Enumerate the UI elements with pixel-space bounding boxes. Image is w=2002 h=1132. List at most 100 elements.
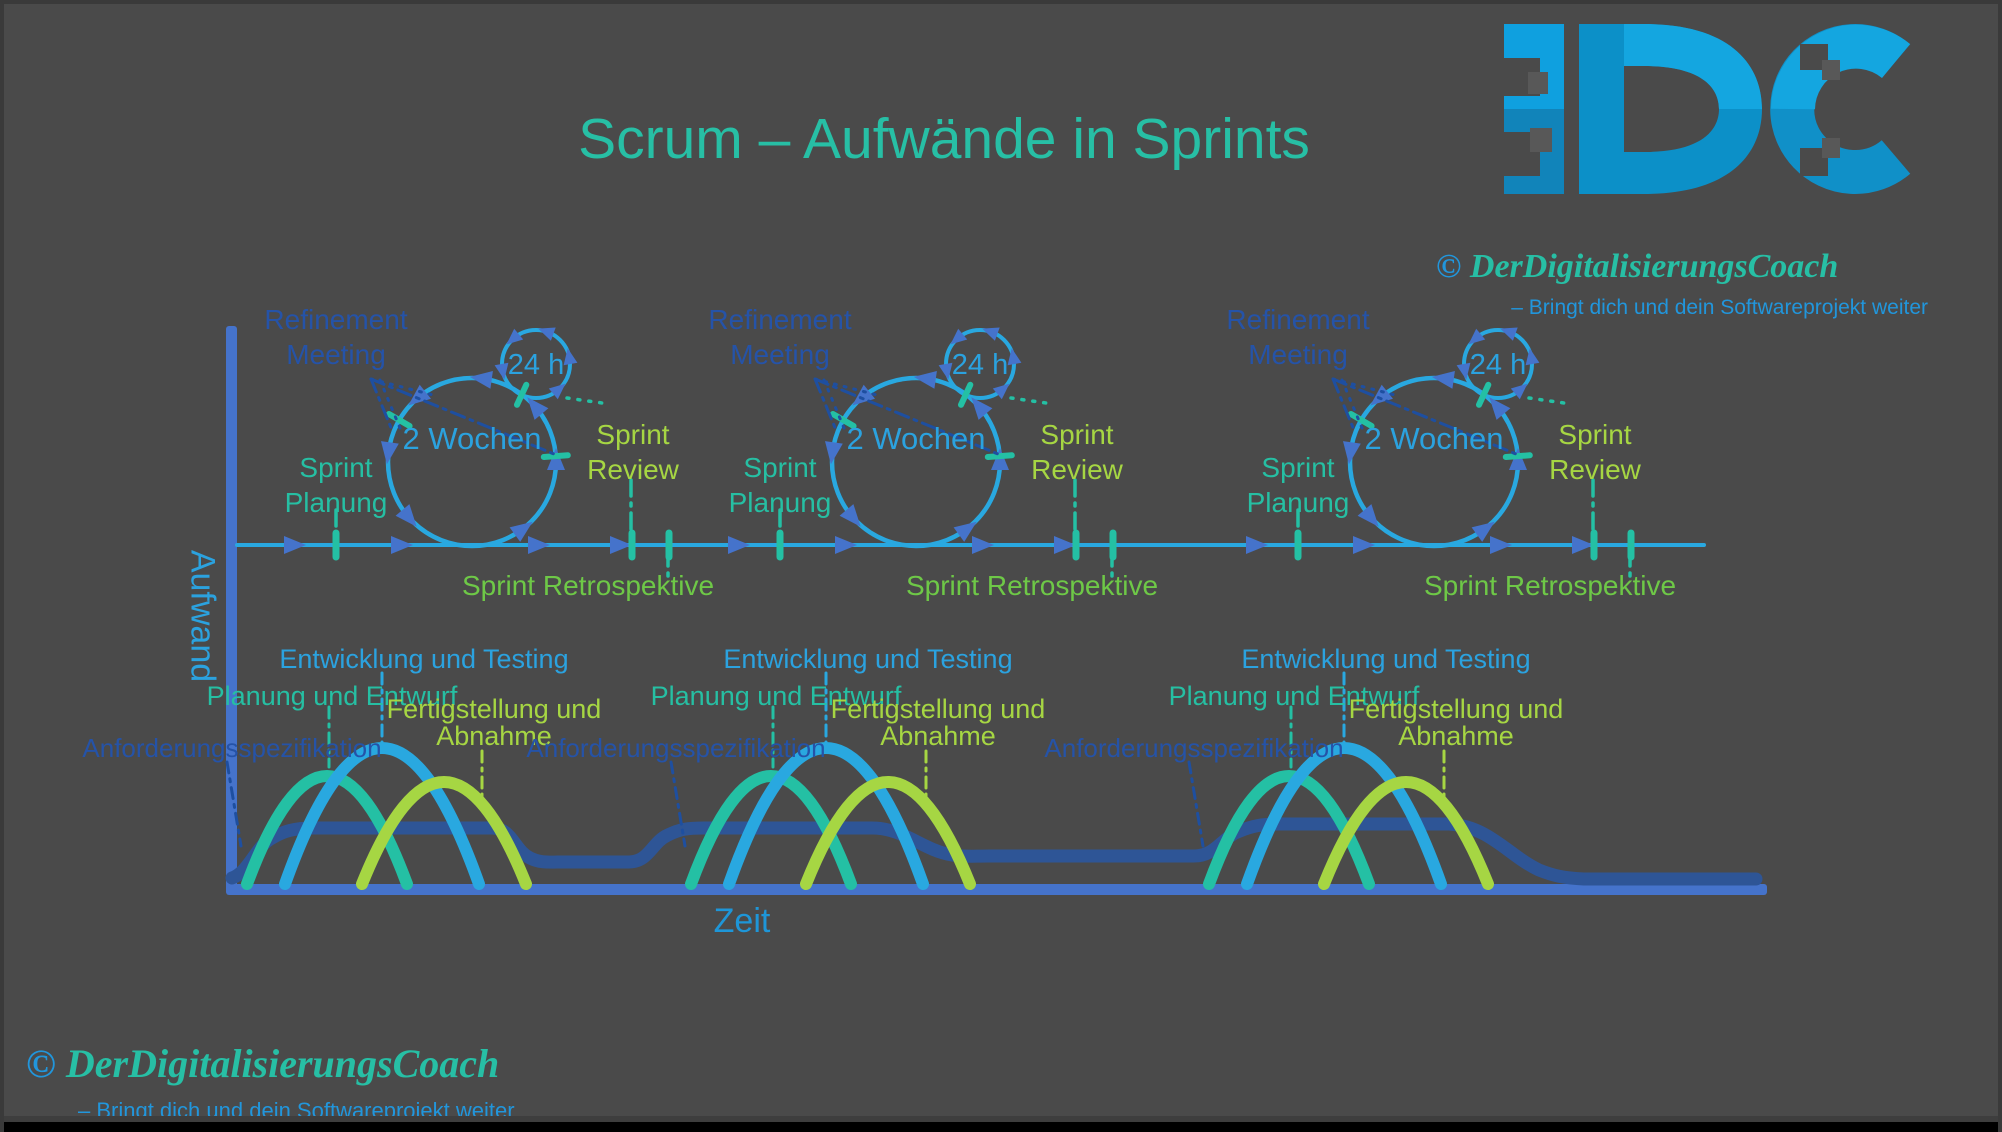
sprint-2-sprint-retrospektive-label: Sprint Retrospektive xyxy=(906,570,1158,602)
bottom-shade-strip xyxy=(4,1116,1998,1122)
sprint-1-cycle-duration-label-line: 2 Wochen xyxy=(402,421,542,456)
sprint-1-refinement-line-long xyxy=(369,377,556,456)
sprint-1-anforderungsspezifikation-label: Anforderungsspezifikation xyxy=(82,733,381,764)
sprint-3-sprint-review-label-line: Review xyxy=(1549,454,1641,485)
sprint-1-sprint-review-label-line: Sprint xyxy=(596,419,670,450)
sprint-1-timeline-arrow-4 xyxy=(610,536,632,554)
sprint-2-daily-arrow-2 xyxy=(982,327,1000,341)
sprint-3-refinement-line-left xyxy=(1331,377,1356,432)
logo-letter-d xyxy=(1504,24,1762,194)
sprint-3-refinement-meeting-label-line: Refinement xyxy=(1226,304,1370,335)
sprint-2-cycle-arrow-3 xyxy=(913,371,937,389)
sprint-1-sprint-review-label-line: Review xyxy=(587,454,679,485)
sprint-1-daily-arrow-1 xyxy=(563,348,578,366)
sprint-3-refinement-dotted-left xyxy=(1340,378,1364,430)
sprint-3-junction-dotted-trail xyxy=(1527,396,1566,405)
diagram-svg xyxy=(225,326,1767,895)
sprint-3-fertigstellung-und-abnahme-label-line: Abnahme xyxy=(1398,721,1514,751)
sprint-2-daily-duration-label: 24 h xyxy=(952,349,1008,382)
sprint-3-timeline-arrow-2 xyxy=(1353,536,1375,554)
sprint-2-refinement-dotted-left xyxy=(822,378,846,430)
sprint-1-daily-arrow-2 xyxy=(538,327,556,341)
sprint-2-timeline-arrow-2 xyxy=(835,536,857,554)
sprint-1-entwicklung-testing-curve xyxy=(279,742,485,890)
sprint-2-cycle-arrow-2 xyxy=(971,397,993,420)
sprint-2-planung-und-entwurf-label-line: Planung und Entwurf xyxy=(650,681,902,711)
sprint-2-sprint-review-label-line: Review xyxy=(1031,454,1123,485)
sprint-1-cycle-tick-left xyxy=(385,411,413,429)
sprint-2-cycle-duration-label-line: 2 Wochen xyxy=(846,421,986,456)
sprint-1-planung-und-entwurf-label-line: Planung und Entwurf xyxy=(206,681,458,711)
sprint-3-sprint-retrospektive-label-line: Sprint Retrospektive xyxy=(1423,570,1677,601)
sprint-2-daily-arrow-1 xyxy=(1007,348,1022,366)
sprint-3-sprint-planung-label-line: Planung xyxy=(1246,487,1350,518)
logo-letter-c xyxy=(1770,24,1911,194)
sprint-1-cycle-arrow-5 xyxy=(381,441,399,465)
sprint-2-sprint-planung-label-line: Sprint xyxy=(743,452,817,483)
sprint-2-timeline-arrow-4 xyxy=(1054,536,1076,554)
sprint-2-fertigstellung-abnahme-curve xyxy=(800,776,976,890)
sprint-2-entwicklung-und-testing-label: Entwicklung und Testing xyxy=(723,644,1012,675)
sprint-1-anforderung-indicator-line xyxy=(225,760,243,848)
sprint-1-daily-duration-label-line: 24 h xyxy=(507,349,565,381)
sprint-3-anforderungsspezifikation-label: Anforderungsspezifikation xyxy=(1044,733,1343,764)
sprint-2-fertigstellung-und-abnahme-label-line: Fertigstellung und xyxy=(830,694,1046,724)
sprint-1-timeline-arrow-1 xyxy=(284,536,306,554)
sprint-3-fertigstellung-abnahme-curve xyxy=(1318,776,1494,890)
sprint-2-sprint-planung-label-line: Planung xyxy=(728,487,832,518)
sprint-2-junction-dotted-trail xyxy=(1009,396,1048,405)
brand-name-bottom: © DerDigitalisierungsCoach xyxy=(26,1040,499,1087)
sprint-3-cycle-arrow-6 xyxy=(1357,504,1379,527)
sprint-3-daily-arrow-3 xyxy=(1468,328,1486,345)
sprint-1-daily-junction-tick xyxy=(514,381,530,408)
sprint-2-refinement-line-long xyxy=(813,377,1000,456)
sprint-3-timeline-arrow-1 xyxy=(1246,536,1268,554)
sprint-3-timeline-arrow-4 xyxy=(1572,536,1594,554)
sprint-3-cycle-duration-label: 2 Wochen xyxy=(1364,421,1503,457)
sprint-3-anforderungsspezifikation-label-line: Anforderungsspezifikation xyxy=(1044,733,1344,763)
sprint-3-refinement-line-long xyxy=(1331,377,1518,456)
sprint-2-daily-arrow-4 xyxy=(938,362,953,380)
brand-tagline-top: – Bringt dich und dein Softwareprojekt w… xyxy=(1511,296,1928,319)
y-axis-label: Aufwand xyxy=(183,549,222,683)
sprint-2-sprint-retrospektive-label-line: Sprint Retrospektive xyxy=(905,570,1159,601)
sprint-2-sprint-review-label-line: Sprint xyxy=(1040,419,1114,450)
sprint-3-daily-arrow-2 xyxy=(1500,327,1518,341)
sprint-3-cycle-duration-label-line: 2 Wochen xyxy=(1364,421,1504,456)
sprint-3-timeline-arrow-3 xyxy=(1490,536,1512,554)
bottom-black-strip xyxy=(4,1122,1998,1132)
sprint-3-sprint-review-label-line: Sprint xyxy=(1558,419,1632,450)
sprint-3-cycle-arrow-5 xyxy=(1343,441,1361,465)
sprint-1-sprint-retrospektive-label: Sprint Retrospektive xyxy=(462,570,714,602)
sprint-1-refinement-line-left xyxy=(369,377,394,432)
sprint-1-sprint-retrospektive-label-line: Sprint Retrospektive xyxy=(461,570,715,601)
sprint-3-cycle-tick-left xyxy=(1347,411,1375,429)
sprint-3-entwicklung-und-testing-label-line: Entwicklung und Testing xyxy=(1241,644,1531,674)
sprint-3-sprint-planung-label-line: Sprint xyxy=(1261,452,1335,483)
sprint-1-cycle-arrow-6 xyxy=(395,504,417,527)
sprint-3-daily-duration-label: 24 h xyxy=(1470,349,1526,382)
sprint-3-daily-arrow-5 xyxy=(1510,383,1528,400)
sprint-2-cycle-arrow-5 xyxy=(825,441,843,465)
sprint-1-refinement-dotted-left xyxy=(378,378,402,430)
sprint-2-refinement-line-left xyxy=(813,377,838,432)
sprint-1-entwicklung-und-testing-label-line: Entwicklung und Testing xyxy=(279,644,569,674)
sprint-1-cycle-arrow-3 xyxy=(469,371,493,389)
dc-logo xyxy=(1504,24,1911,194)
sprint-2-anforderungsspezifikation-label-line: Anforderungsspezifikation xyxy=(526,733,826,763)
sprint-1-fertigstellung-und-abnahme-label-line: Fertigstellung und xyxy=(386,694,602,724)
sprint-2-refinement-dotted-right xyxy=(813,377,879,397)
sprint-2-cycle-tick-right xyxy=(984,452,1015,460)
sprint-2-timeline-arrow-3 xyxy=(972,536,994,554)
sprint-3-daily-junction-tick xyxy=(1476,381,1492,408)
sprint-1-entwicklung-und-testing-label: Entwicklung und Testing xyxy=(279,644,568,675)
